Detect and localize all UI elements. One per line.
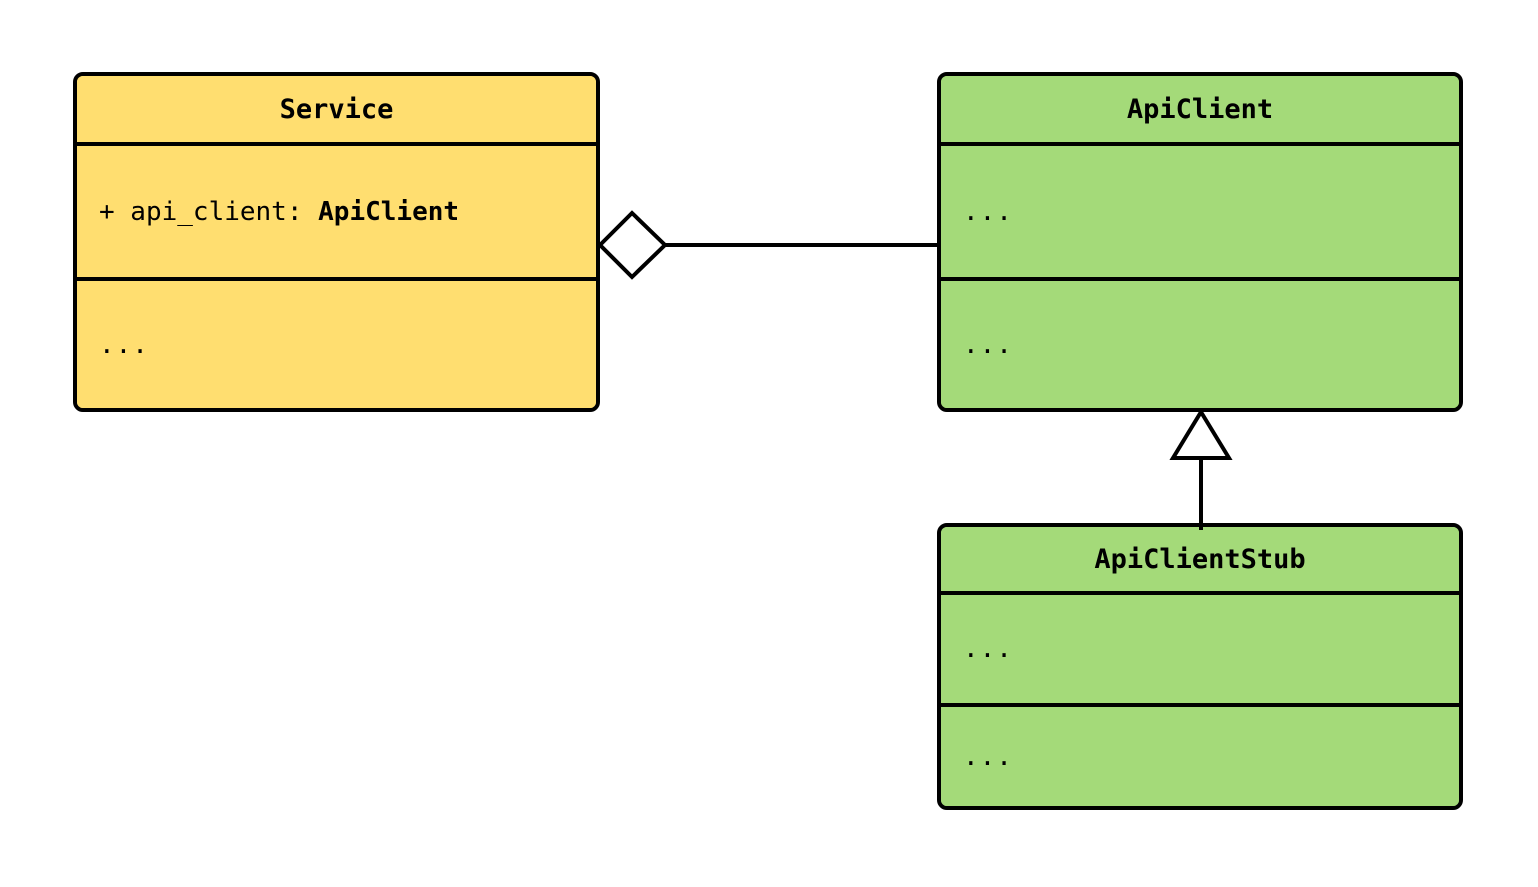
operations-placeholder-apiclientstub: ... xyxy=(963,741,1013,772)
class-box-apiclientstub[interactable]: ApiClientStub ... ... xyxy=(937,523,1463,810)
class-box-service[interactable]: Service + api_client: ApiClient ... xyxy=(73,72,600,412)
operations-placeholder-apiclient: ... xyxy=(963,329,1013,360)
class-name-apiclientstub: ApiClientStub xyxy=(1094,543,1306,575)
generalization-edge-apiclientstub-apiclient[interactable] xyxy=(1160,406,1242,530)
class-name-apiclient: ApiClient xyxy=(1126,93,1274,125)
class-header-service: Service xyxy=(77,76,596,142)
class-name-service: Service xyxy=(279,93,394,125)
class-attributes-service: + api_client: ApiClient xyxy=(77,142,596,277)
class-operations-apiclientstub: ... xyxy=(941,703,1459,806)
aggregation-edge-service-apiclient[interactable] xyxy=(596,200,941,290)
attributes-placeholder-apiclientstub: ... xyxy=(963,634,1013,664)
class-attributes-apiclient: ... xyxy=(941,142,1459,277)
attributes-placeholder-apiclient: ... xyxy=(963,196,1013,227)
attribute-type-api-client: ApiClient xyxy=(318,196,460,227)
class-attributes-apiclientstub: ... xyxy=(941,591,1459,703)
operations-placeholder-service: ... xyxy=(99,329,149,360)
generalization-triangle-icon xyxy=(1169,408,1233,460)
class-box-apiclient[interactable]: ApiClient ... ... xyxy=(937,72,1463,412)
class-header-apiclient: ApiClient xyxy=(941,76,1459,142)
class-operations-service: ... xyxy=(77,277,596,408)
class-header-apiclientstub: ApiClientStub xyxy=(941,527,1459,591)
attribute-api-client: + api_client: ApiClient xyxy=(99,199,459,225)
aggregation-diamond-icon xyxy=(597,210,668,280)
class-operations-apiclient: ... xyxy=(941,277,1459,408)
attribute-label-api-client: + api_client: xyxy=(99,196,319,227)
